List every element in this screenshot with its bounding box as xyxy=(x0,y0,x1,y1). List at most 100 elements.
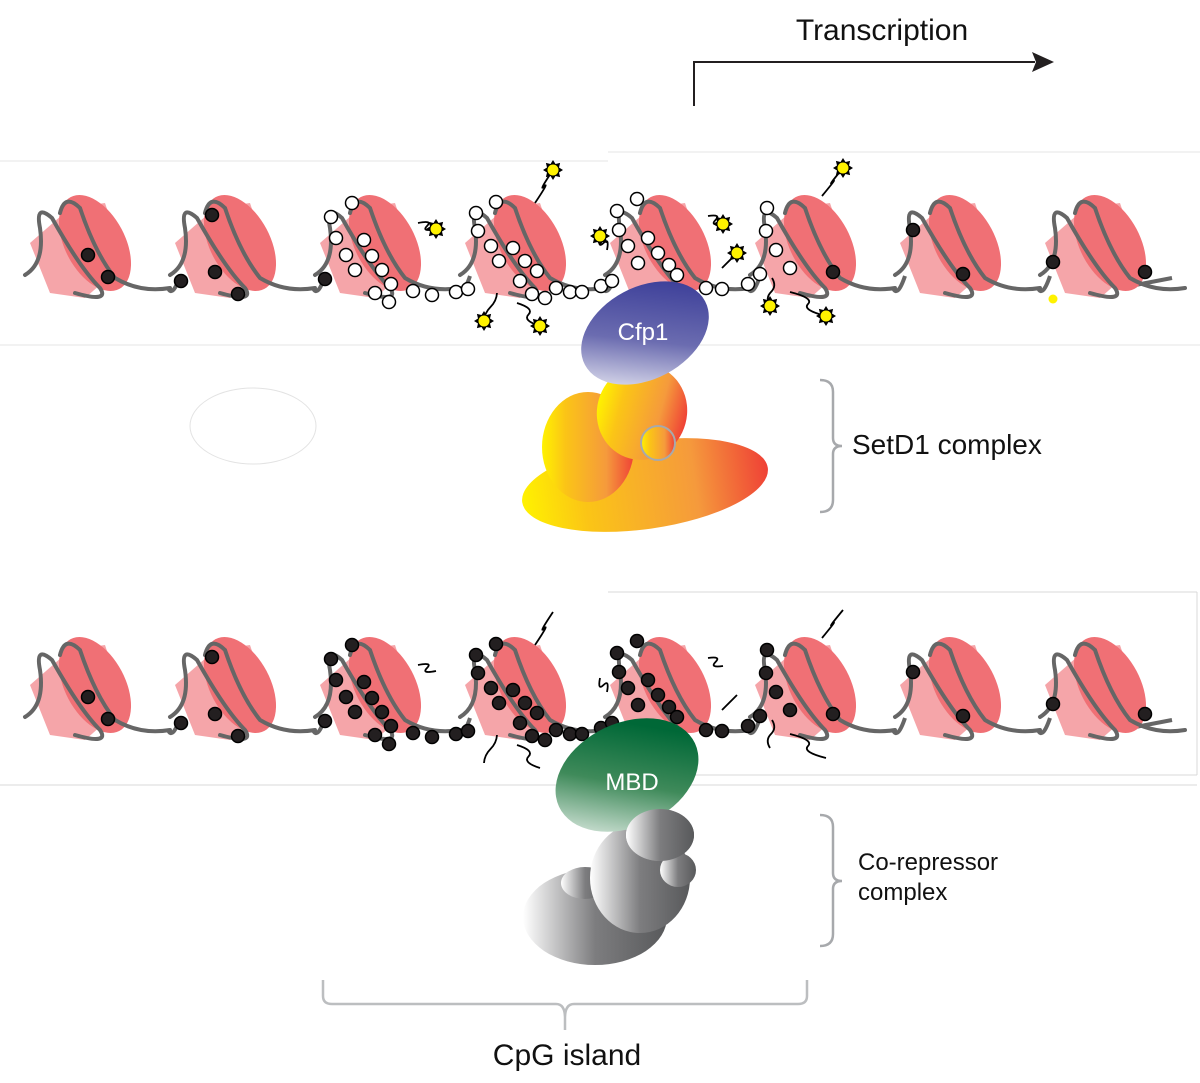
unmethylated-cpg xyxy=(405,283,421,299)
histone-tail xyxy=(483,734,498,764)
methylated-cpg xyxy=(1137,264,1153,280)
unmethylated-cpg xyxy=(491,253,507,269)
dna-wrap xyxy=(783,641,897,734)
unmethylated-cpg xyxy=(782,260,798,276)
star-center xyxy=(478,315,490,327)
methylated-cpg xyxy=(381,736,397,752)
methylated-cpg xyxy=(374,704,390,720)
histone-tail xyxy=(516,302,550,336)
methylated-cpg xyxy=(100,269,116,285)
unmethylated-cpg xyxy=(323,209,339,225)
nucleosome xyxy=(893,636,1042,741)
h3k4me3-mark-icon xyxy=(760,296,780,316)
unmethylated-cpg xyxy=(512,273,528,289)
star-center xyxy=(717,218,729,230)
methylated-cpg xyxy=(669,709,685,725)
unmethylated-cpg xyxy=(562,284,578,300)
dna-wrap xyxy=(203,641,317,734)
methylated-cpg xyxy=(344,637,360,653)
methylated-cpg xyxy=(230,728,246,744)
star-center xyxy=(594,230,606,242)
setd1-small-subunit xyxy=(640,425,676,461)
unmethylated-cpg xyxy=(604,273,620,289)
methylated-cpg xyxy=(230,286,246,302)
dna-wrap xyxy=(1038,652,1120,741)
methylated-cpg xyxy=(714,723,730,739)
unmethylated-cpg xyxy=(611,222,627,238)
methylated-cpg xyxy=(905,664,921,680)
unmethylated-cpg xyxy=(483,238,499,254)
h3k4me3-mark-icon xyxy=(426,219,446,239)
dna-wrap xyxy=(1073,641,1187,734)
methylated-cpg xyxy=(529,705,545,721)
setd1-complex-label: SetD1 complex xyxy=(852,429,1042,460)
histone-tail-line xyxy=(534,169,554,204)
dna-wrap xyxy=(928,641,1042,734)
methylated-cpg xyxy=(491,695,507,711)
unmethylated-cpg xyxy=(344,195,360,211)
nucleosome xyxy=(23,636,172,741)
h3k4me3-mark-icon xyxy=(543,160,563,180)
histone-tail xyxy=(516,744,541,769)
methylated-cpg xyxy=(488,636,504,652)
nucleosome xyxy=(748,636,897,741)
unmethylated-cpg xyxy=(698,280,714,296)
histone-tail-line xyxy=(417,663,437,673)
setd1-complex xyxy=(522,364,768,532)
star-center xyxy=(534,320,546,332)
unmethylated-cpg xyxy=(714,281,730,297)
methylated-cpg xyxy=(173,273,189,289)
corepressor-tiny-subunit xyxy=(660,853,696,887)
stray-mark xyxy=(1048,294,1058,304)
unmethylated-cpg xyxy=(470,223,486,239)
histone-tail xyxy=(789,733,827,759)
methylated-cpg xyxy=(207,264,223,280)
methylated-cpg xyxy=(460,723,476,739)
methylated-cpg xyxy=(1137,706,1153,722)
methylated-cpg xyxy=(505,682,521,698)
methylated-cpg xyxy=(955,708,971,724)
methylated-cpg xyxy=(468,647,484,663)
unmethylated-cpg xyxy=(630,255,646,271)
dna-wrap xyxy=(203,199,317,292)
nucleosome xyxy=(1038,194,1187,299)
unmethylated-cpg xyxy=(424,287,440,303)
histone-tail-line xyxy=(721,694,738,711)
unmethylated-cpg xyxy=(524,286,540,302)
methylated-cpg xyxy=(574,726,590,742)
methylated-cpg xyxy=(383,718,399,734)
unmethylated-cpg xyxy=(338,247,354,263)
unmethylated-cpg xyxy=(488,194,504,210)
unmethylated-cpg xyxy=(383,276,399,292)
methylated-cpg xyxy=(609,645,625,661)
histone-tail xyxy=(821,158,853,197)
histone-tail-line xyxy=(598,677,609,693)
histone-tail-line xyxy=(707,656,724,668)
histone-tail xyxy=(417,219,446,239)
h3k4me3-mark-icon xyxy=(530,316,550,336)
dna-wrap xyxy=(1038,210,1120,299)
histone-tail xyxy=(760,277,780,316)
nucleosome xyxy=(23,194,172,299)
methylated-cpg xyxy=(825,264,841,280)
methylated-cpg xyxy=(611,664,627,680)
methylated-cpg xyxy=(173,715,189,731)
unmethylated-cpg xyxy=(768,242,784,258)
histone-tail-line xyxy=(789,291,827,317)
unmethylated-cpg xyxy=(505,240,521,256)
histone-tail xyxy=(534,611,554,646)
methylated-cpg xyxy=(483,680,499,696)
unmethylated-cpg xyxy=(661,257,677,273)
methylated-cpg xyxy=(640,672,656,688)
h3k4me3-mark-icon xyxy=(474,311,494,331)
corepressor-bracket xyxy=(819,813,843,948)
methylated-cpg xyxy=(782,702,798,718)
methylated-cpg xyxy=(328,672,344,688)
dna-wrap xyxy=(313,652,395,741)
cpg-island-bracket xyxy=(321,980,809,1030)
methylated-cpg xyxy=(80,247,96,263)
dna-wrap xyxy=(313,210,395,299)
unmethylated-cpg xyxy=(374,262,390,278)
cfp1-label: Cfp1 xyxy=(618,319,669,346)
dna-wrap xyxy=(893,652,975,741)
